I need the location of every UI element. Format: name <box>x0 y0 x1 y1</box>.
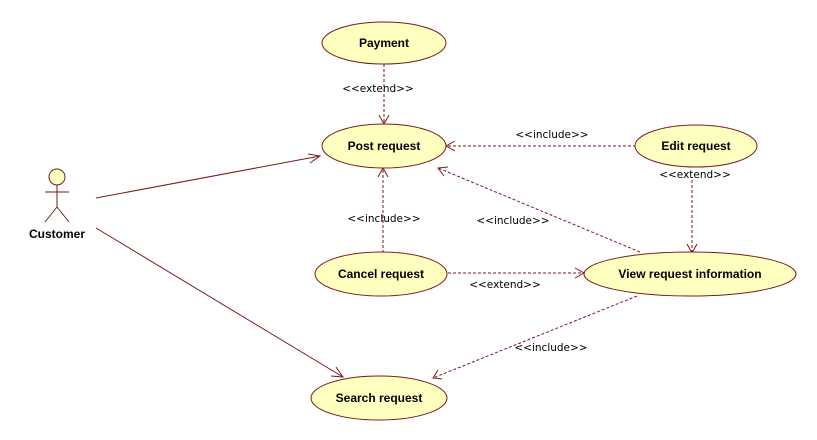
actor-right-leg <box>56 206 70 223</box>
extend-payment-post-request: <<extend>> <box>342 64 414 126</box>
extend-view-edit-request: <<extend>> <box>659 169 731 255</box>
include-cancel-post-request: <<include>> <box>347 166 421 253</box>
arrowhead <box>432 369 443 380</box>
use-case-search-request[interactable]: Search request <box>310 375 448 421</box>
association-customer-search-request <box>95 227 345 378</box>
use-case-label: Search request <box>336 391 423 405</box>
use-case-label: Cancel request <box>338 267 424 281</box>
include-view-post-request: <<include>> <box>437 166 641 253</box>
use-case-label: Payment <box>359 36 409 50</box>
use-case-cancel-request[interactable]: Cancel request <box>314 251 448 297</box>
association-customer-post-request <box>95 153 322 199</box>
use-case-payment[interactable]: Payment <box>321 21 447 65</box>
arrowhead <box>437 166 449 177</box>
use-case-label: View request information <box>618 267 761 281</box>
stereotype-label: <<include>> <box>347 213 420 225</box>
arrowhead <box>307 153 322 164</box>
use-case-view-request-information[interactable]: View request information <box>583 251 797 297</box>
use-case-label: Edit request <box>661 139 730 153</box>
actor-left-leg <box>44 206 58 223</box>
actor-head <box>48 168 66 186</box>
actor-customer[interactable]: Customer <box>29 168 85 241</box>
use-case-edit-request[interactable]: Edit request <box>634 124 758 168</box>
actor-label: Customer <box>29 227 85 241</box>
stereotype-label: <<include>> <box>514 342 587 354</box>
include-view-search-request: <<include>> <box>432 295 638 380</box>
stereotype-label: <<include>> <box>515 129 588 141</box>
stereotype-label: <<include>> <box>476 215 549 227</box>
include-edit-post-request: <<include>> <box>444 129 636 152</box>
stereotype-label: <<extend>> <box>469 279 541 291</box>
stereotype-label: <<extend>> <box>342 83 414 95</box>
stereotype-label: <<extend>> <box>659 169 731 181</box>
arrowhead <box>330 366 345 378</box>
extend-cancel-view-request: <<extend>> <box>448 267 586 291</box>
use-case-label: Post request <box>348 139 421 153</box>
use-case-post-request[interactable]: Post request <box>321 123 447 169</box>
